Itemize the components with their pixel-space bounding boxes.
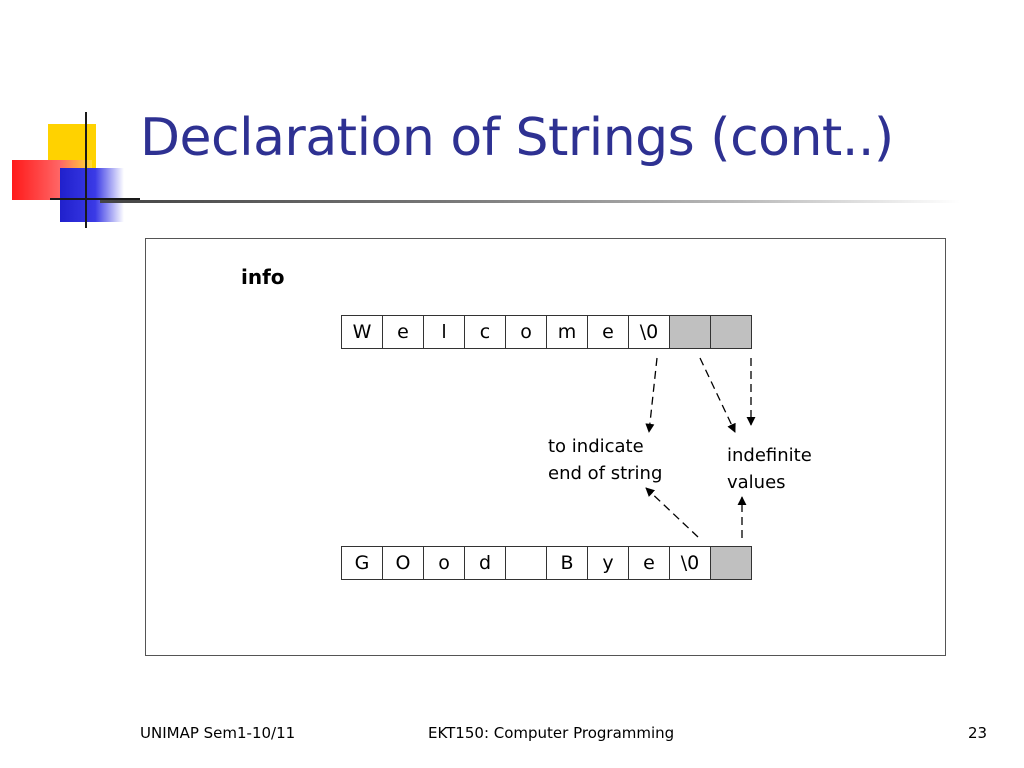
footer-course-session: UNIMAP Sem1-10/11 [140,724,296,742]
array-cell: G [341,546,383,580]
diagram-frame [145,238,946,656]
title-underline [100,200,960,203]
footer-course-title: EKT150: Computer Programming [428,724,675,742]
arrow-null-to-end-label [645,357,658,433]
array-cell-indefinite [710,546,752,580]
array-cell: W [341,315,383,349]
annotation-line: values [727,472,786,493]
array-cell: e [382,315,424,349]
slide-title: Declaration of Strings (cont..) [140,108,894,168]
array-goodbye: G O o d B y e \0 [341,546,752,580]
array-cell: m [546,315,588,349]
annotation-indefinite-values: indefinite values [727,442,812,496]
slide-logo [0,0,140,240]
array-cell-null: \0 [669,546,711,580]
annotation-line: end of string [548,463,663,484]
annotation-line: to indicate [548,436,644,457]
arrow-gray1-to-indefinite [699,357,736,433]
array-name-label: info [241,265,285,289]
array-cell: c [464,315,506,349]
annotation-end-of-string: to indicate end of string [548,433,662,487]
array-cell: l [423,315,465,349]
array-cell: e [587,315,629,349]
arrow-null2-to-end-label [645,487,699,538]
logo-blue-square [60,168,124,222]
array-cell: y [587,546,629,580]
array-cell-indefinite [710,315,752,349]
array-cell: B [546,546,588,580]
array-welcome: W e l c o m e \0 [341,315,752,349]
annotation-line: indefinite [727,445,812,466]
logo-horizontal-line [50,198,140,200]
footer-page-number: 23 [968,724,988,742]
array-cell: o [423,546,465,580]
array-cell-indefinite [669,315,711,349]
logo-vertical-line [85,112,87,228]
